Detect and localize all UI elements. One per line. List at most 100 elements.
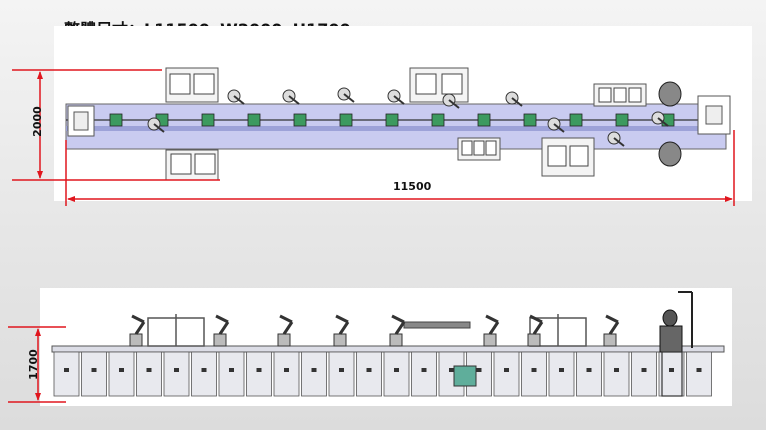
cabinet-handle bbox=[229, 368, 234, 372]
robot-arm-top bbox=[553, 123, 565, 133]
cabinet-handle bbox=[339, 368, 344, 372]
height-arrow-top bbox=[35, 328, 41, 336]
cabinet-door bbox=[81, 351, 107, 397]
upper-station-right-cell-b bbox=[613, 87, 627, 103]
cabinet-door bbox=[521, 351, 547, 397]
side-view-drawing bbox=[51, 291, 725, 397]
cabinet-door bbox=[411, 351, 437, 397]
cabinet-handle bbox=[586, 368, 592, 372]
lower-station-mid-cell-b bbox=[473, 140, 485, 156]
cabinet-handle bbox=[91, 368, 97, 372]
cabinet-handle bbox=[696, 368, 702, 372]
robot-arm-lower bbox=[134, 321, 146, 335]
cabinet-handle bbox=[504, 368, 509, 372]
robot-arm-top bbox=[288, 95, 300, 105]
robot-arm-lower bbox=[532, 321, 544, 335]
robot-arm-upper bbox=[391, 314, 405, 324]
cabinet-door bbox=[493, 351, 520, 397]
cabinet-handle bbox=[559, 368, 564, 372]
cabinet-handle bbox=[256, 368, 262, 372]
robot-arm-top bbox=[343, 93, 355, 103]
overhead-frame-mid bbox=[403, 321, 471, 329]
conveyor-fixture bbox=[201, 113, 215, 127]
cabinet-handle bbox=[394, 368, 399, 372]
cabinet-handle bbox=[421, 368, 427, 372]
cabinet-door bbox=[576, 351, 602, 397]
robot-arm-top bbox=[448, 99, 460, 109]
cabinet-door bbox=[328, 351, 355, 397]
robot-arm-upper bbox=[279, 314, 293, 324]
right-loader bbox=[697, 95, 731, 135]
robot-arm-lower bbox=[394, 321, 406, 335]
upper-station-right-cell-c bbox=[628, 87, 642, 103]
upper-station-left-cell-b bbox=[193, 73, 215, 95]
control-panel bbox=[453, 365, 477, 387]
cabinet-handle bbox=[669, 368, 674, 372]
cabinet-handle bbox=[366, 368, 372, 372]
upper-station-left-cell-a bbox=[169, 73, 191, 95]
cabinet-door bbox=[218, 351, 245, 397]
length-dimension-label: 11500 bbox=[393, 180, 432, 193]
conveyor-fixture bbox=[477, 113, 491, 127]
robot-arm-top bbox=[657, 117, 669, 127]
robot-arm-top bbox=[153, 123, 165, 133]
cabinet-door bbox=[108, 351, 135, 397]
top-robot-group bbox=[147, 87, 669, 147]
robot-arm-lower bbox=[218, 321, 230, 335]
robot-arm-upper bbox=[335, 314, 349, 324]
conveyor-fixture bbox=[523, 113, 537, 127]
length-arrow-left bbox=[67, 196, 75, 202]
cabinet-door bbox=[548, 351, 575, 397]
height-arrow-bottom bbox=[35, 393, 41, 401]
upper-station-right-cell-a bbox=[598, 87, 612, 103]
fixture-row bbox=[109, 113, 675, 127]
conveyor-fixture bbox=[431, 113, 445, 127]
cabinet-door bbox=[631, 351, 657, 397]
cabinet-handle bbox=[174, 368, 179, 372]
cabinet-handle bbox=[284, 368, 289, 372]
cabinet-door bbox=[246, 351, 272, 397]
conveyor-fixture bbox=[339, 113, 353, 127]
cabinet-handle bbox=[614, 368, 619, 372]
cabinet-door bbox=[356, 351, 382, 397]
top-view-panel bbox=[54, 26, 752, 201]
operator-seat-top bbox=[658, 81, 682, 107]
cabinet-door bbox=[163, 351, 190, 397]
robot-arm-top bbox=[393, 95, 405, 105]
conveyor-fixture bbox=[569, 113, 583, 127]
cabinet-handle bbox=[311, 368, 317, 372]
cabinet-door bbox=[603, 351, 630, 397]
length-arrow-right bbox=[725, 196, 733, 202]
lower-station-left-cell-a bbox=[170, 153, 192, 175]
robot-arm-upper bbox=[131, 314, 145, 324]
width-arrow-bottom bbox=[37, 171, 43, 179]
cabinet-door bbox=[273, 351, 300, 397]
side-view-panel bbox=[40, 288, 732, 406]
conveyor-fixture bbox=[293, 113, 307, 127]
lower-station-mid-cell-a bbox=[461, 140, 473, 156]
upper-station-mid-cell-a bbox=[415, 73, 437, 95]
upper-station-mid-cell-b bbox=[441, 73, 463, 95]
robot-arm-upper bbox=[215, 314, 229, 324]
robot-arm-lower bbox=[488, 321, 500, 335]
cabinet-handle bbox=[476, 368, 482, 372]
conveyor-fixture bbox=[385, 113, 399, 127]
robot-arm-upper bbox=[529, 314, 543, 324]
operator-seat-bottom bbox=[658, 141, 682, 167]
cabinet-handle bbox=[146, 368, 152, 372]
cabinet-door bbox=[136, 351, 162, 397]
cabinet-row bbox=[53, 351, 712, 397]
conveyor-fixture bbox=[615, 113, 629, 127]
robot-arm-upper bbox=[605, 314, 619, 324]
cabinet-handle bbox=[119, 368, 124, 372]
conveyor-lower-band bbox=[66, 126, 726, 131]
cabinet-door bbox=[686, 351, 712, 397]
top-view-drawing bbox=[65, 67, 731, 181]
width-arrow-top bbox=[37, 71, 43, 79]
cabinet-door bbox=[53, 351, 80, 397]
cabinet-handle bbox=[641, 368, 647, 372]
robot-arm-top bbox=[613, 137, 625, 147]
right-loader-inner bbox=[705, 105, 723, 125]
robot-arm-top bbox=[233, 95, 245, 105]
